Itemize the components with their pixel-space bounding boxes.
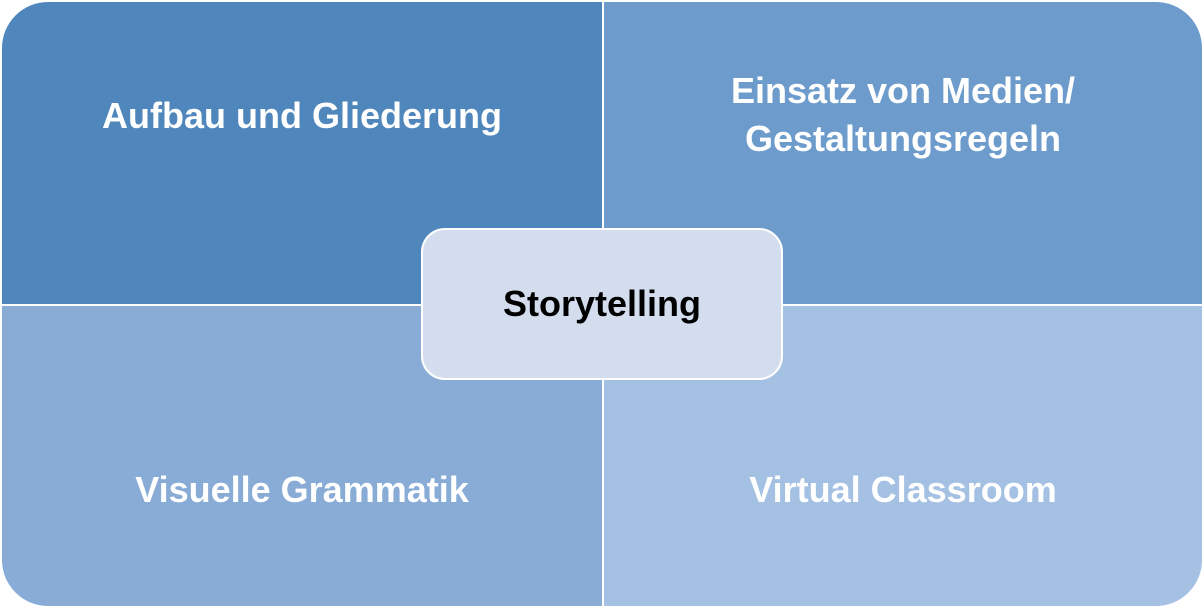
quadrant-top-left: Aufbau und Gliederung: [2, 2, 602, 304]
quadrant-label: Virtual Classroom: [749, 469, 1057, 510]
center-label: Storytelling: [502, 283, 702, 324]
quadrant-bottom-right: Virtual Classroom: [604, 306, 1202, 606]
quadrant-label: Visuelle Grammatik: [135, 469, 469, 510]
center-node: Storytelling: [421, 228, 783, 380]
quadrant-label: Einsatz von Medien/ Gestaltungsregeln: [730, 70, 1076, 159]
quadrant-label: Aufbau und Gliederung: [102, 95, 502, 136]
